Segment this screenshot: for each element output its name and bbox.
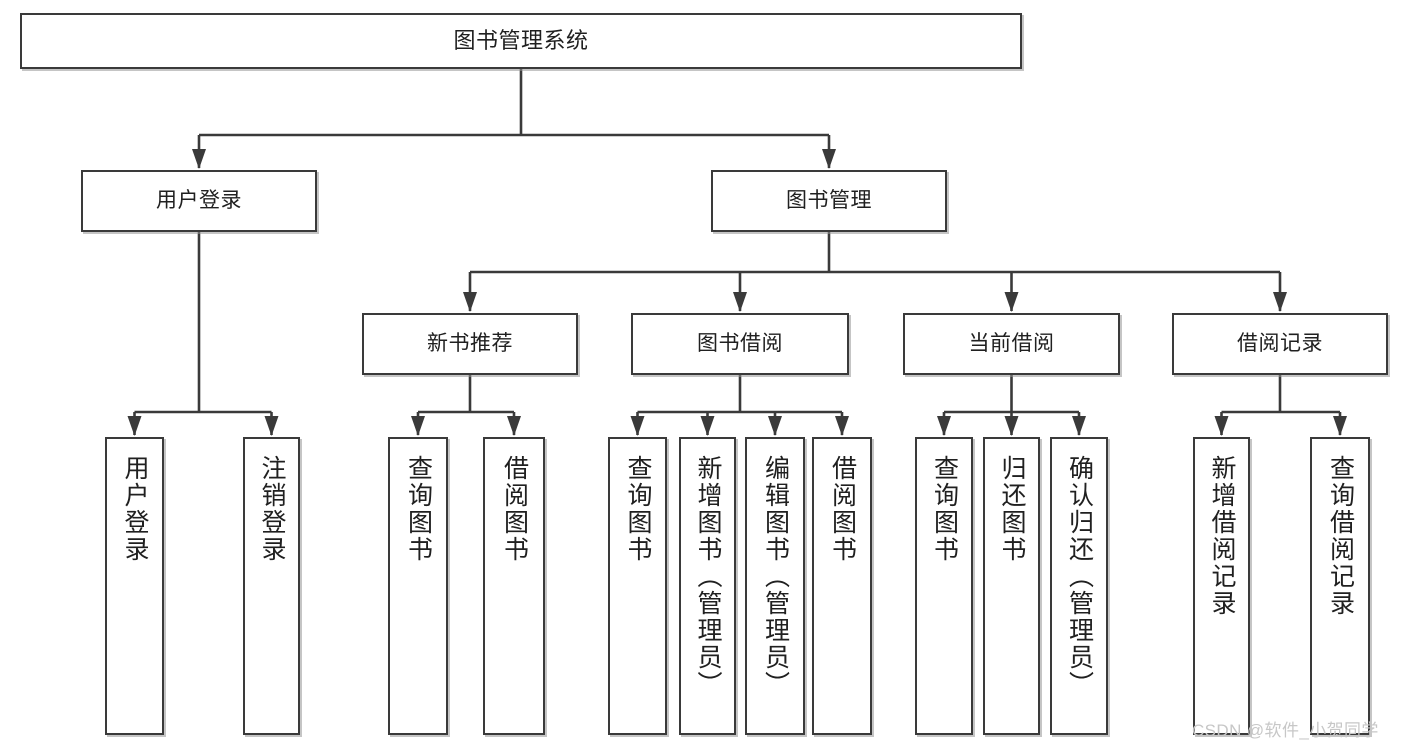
- node-new-book-recommend[interactable]: 新书推荐: [362, 313, 578, 375]
- node-label: 借阅图书: [500, 455, 529, 563]
- node-label: 用户登录: [156, 188, 242, 212]
- node-leaf-borrow-book[interactable]: 借阅图书: [812, 437, 872, 735]
- node-leaf-user-login[interactable]: 用户登录: [105, 437, 164, 735]
- node-label: 查询借阅记录: [1326, 455, 1355, 617]
- node-label: 当前借阅: [968, 331, 1055, 355]
- node-current-borrow[interactable]: 当前借阅: [903, 313, 1120, 375]
- node-label: 查询图书: [404, 455, 433, 563]
- node-borrow-record[interactable]: 借阅记录: [1172, 313, 1388, 375]
- node-label: 借阅记录: [1237, 331, 1323, 355]
- node-label: 图书管理: [786, 188, 872, 212]
- node-label: 新增图书（管理员）: [694, 455, 722, 698]
- csdn-watermark: CSDN @软件_小贺同学: [1192, 721, 1379, 740]
- node-leaf-logout[interactable]: 注销登录: [243, 437, 300, 735]
- node-label: 查询图书: [930, 455, 959, 563]
- node-label: 用户登录: [121, 455, 149, 563]
- node-book-borrow[interactable]: 图书借阅: [631, 313, 849, 375]
- node-label: 编辑图书（管理员）: [761, 455, 790, 698]
- node-label: 新增借阅记录: [1208, 455, 1236, 617]
- node-label: 新书推荐: [427, 331, 513, 355]
- node-user-login[interactable]: 用户登录: [81, 170, 317, 232]
- node-label: 查询图书: [624, 455, 652, 563]
- node-leaf-query-book-new[interactable]: 查询图书: [388, 437, 448, 735]
- node-leaf-return-book[interactable]: 归还图书: [983, 437, 1040, 735]
- node-leaf-query-borrow-record[interactable]: 查询借阅记录: [1310, 437, 1370, 735]
- node-label: 图书管理系统: [453, 28, 589, 54]
- node-label: 图书借阅: [697, 331, 783, 355]
- node-leaf-edit-book-admin[interactable]: 编辑图书（管理员）: [745, 437, 805, 735]
- node-label: 确认归还（管理员）: [1065, 455, 1094, 698]
- node-leaf-add-book-admin[interactable]: 新增图书（管理员）: [679, 437, 736, 735]
- node-label: 借阅图书: [828, 455, 857, 563]
- node-label: 注销登录: [258, 455, 286, 563]
- node-leaf-confirm-return-admin[interactable]: 确认归还（管理员）: [1050, 437, 1108, 735]
- node-leaf-query-book-borrow[interactable]: 查询图书: [608, 437, 667, 735]
- node-leaf-query-book-current[interactable]: 查询图书: [915, 437, 973, 735]
- node-label: 归还图书: [998, 455, 1026, 563]
- node-root[interactable]: 图书管理系统: [20, 13, 1022, 69]
- node-book-manage[interactable]: 图书管理: [711, 170, 947, 232]
- node-leaf-add-borrow-record[interactable]: 新增借阅记录: [1193, 437, 1250, 735]
- node-leaf-borrow-book-new[interactable]: 借阅图书: [483, 437, 545, 735]
